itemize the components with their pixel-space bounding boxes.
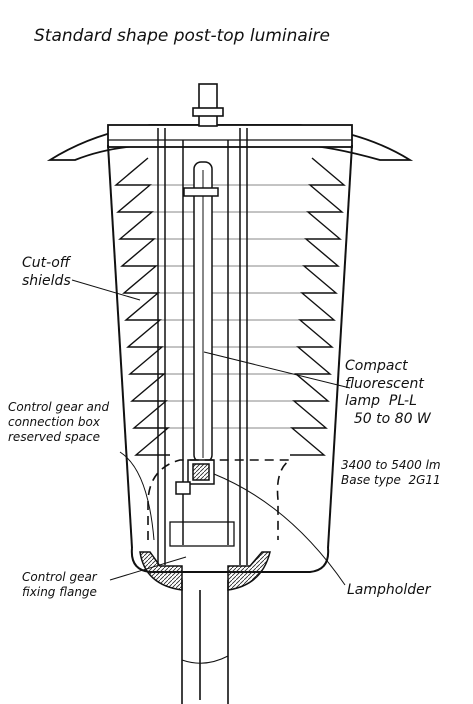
lamp-tube [183, 161, 219, 463]
gear-space-label: Control gear and connection box reserved… [8, 400, 110, 444]
gear-space-outline [147, 459, 293, 540]
cutoff-shields [114, 157, 346, 456]
fixing-flange [139, 551, 271, 591]
diagram-title: Standard shape post-top luminaire [34, 26, 330, 46]
lamp-specs-label: 3400 to 5400 lm Base type 2G11 [341, 458, 441, 487]
leader-lines [71, 279, 351, 586]
lampholder-part [175, 459, 215, 495]
support-rods [157, 128, 248, 565]
gear-box [169, 521, 235, 547]
canopy [46, 124, 414, 161]
lampholder-label: Lampholder [347, 582, 431, 598]
fixing-flange-label: Control gear fixing flange [22, 570, 97, 599]
top-nipple [192, 83, 224, 127]
pole [181, 580, 229, 704]
cutoff-shields-label: Cut-off shields [22, 255, 71, 289]
lamp-label: Compact fluorescent lamp PL-L 50 to 80 W [345, 358, 431, 427]
